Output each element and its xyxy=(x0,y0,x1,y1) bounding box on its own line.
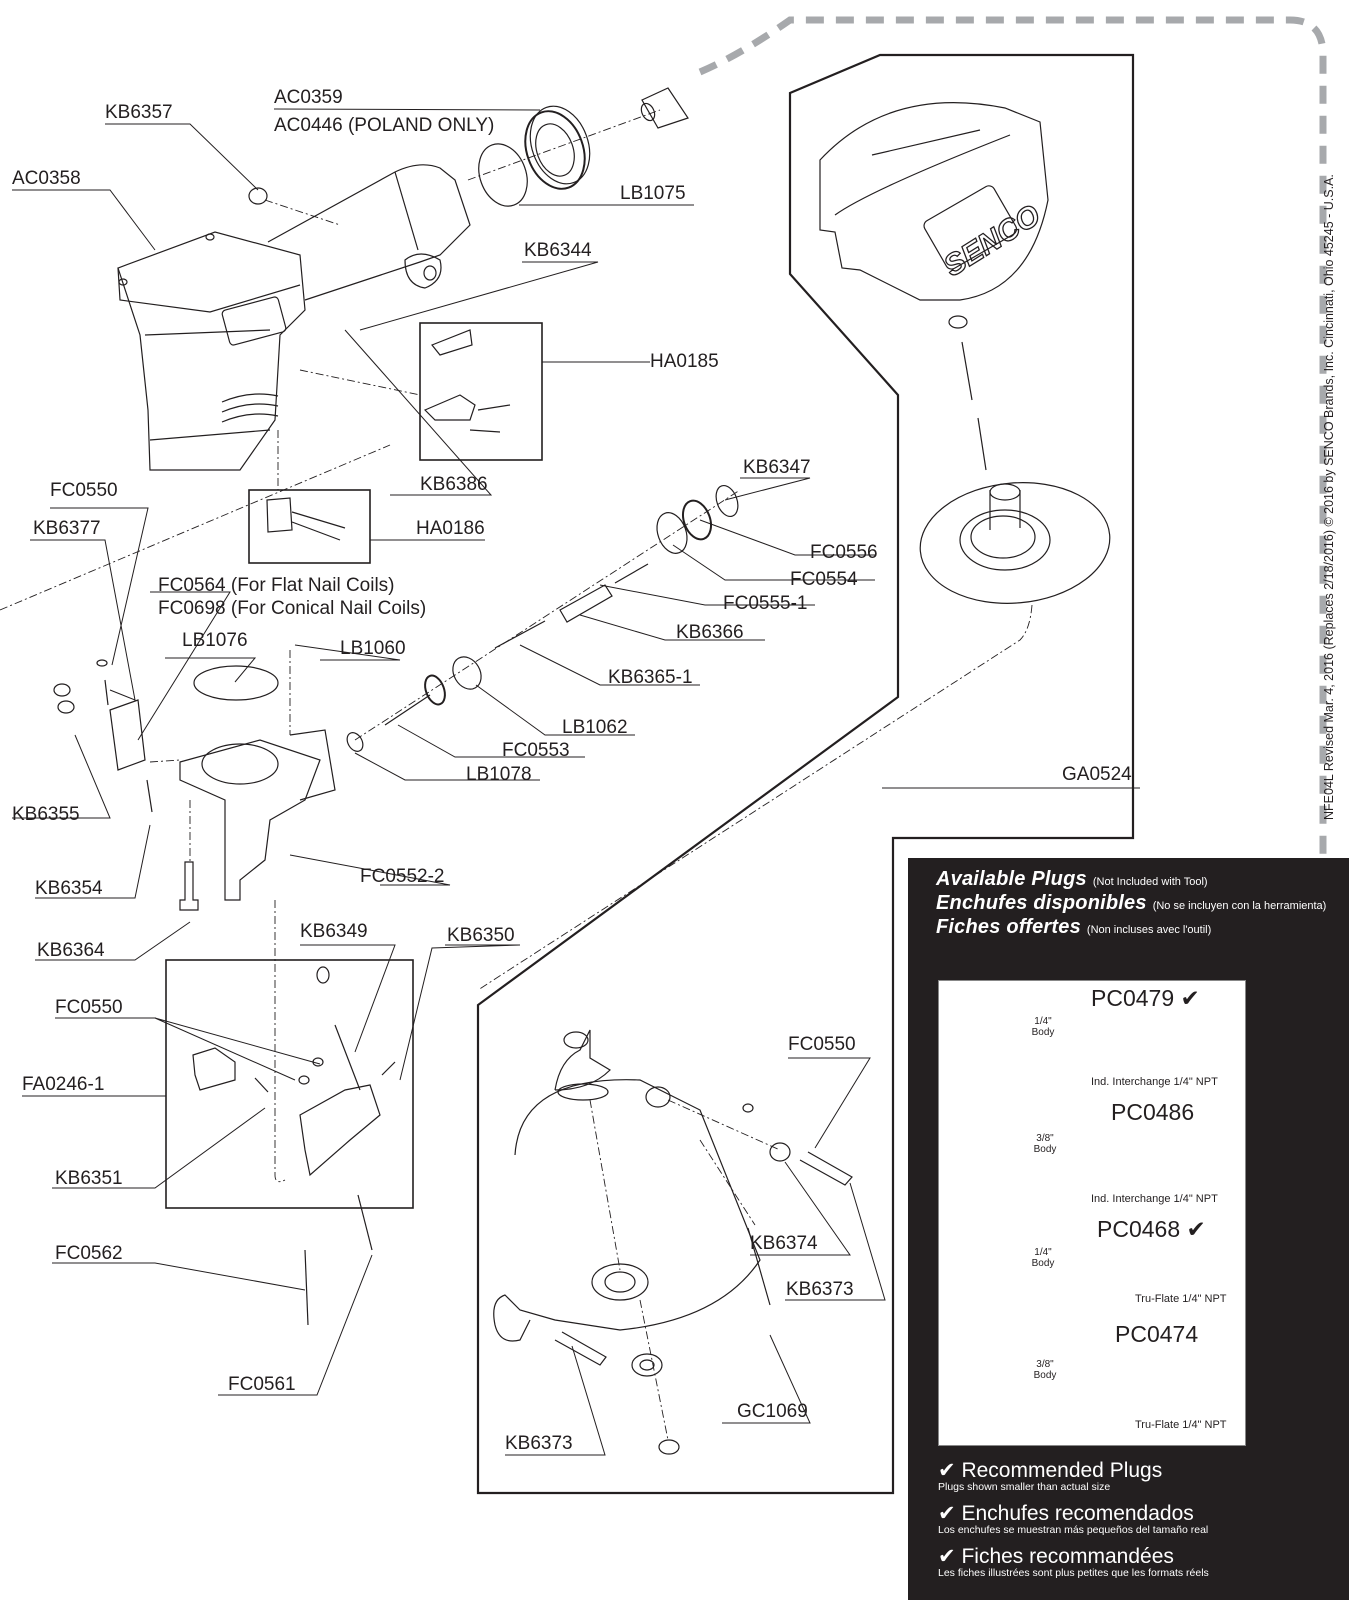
canister-group-outline xyxy=(476,53,1135,1495)
label-kb6373-right: KB6373 xyxy=(786,1279,854,1300)
plug-code: PC0479 ✔ xyxy=(1091,985,1200,1011)
nut-kb6357 xyxy=(248,187,268,205)
label-kb6355: KB6355 xyxy=(12,804,80,825)
latch-kb6377 xyxy=(53,659,153,813)
label-kb6374: KB6374 xyxy=(750,1233,818,1254)
available-plugs-panel: Available Plugs(Not Included with Tool) … xyxy=(908,858,1349,1600)
label-fc0698: FC0698 (For Conical Nail Coils) xyxy=(158,598,427,619)
label-kb6344: KB6344 xyxy=(524,240,592,261)
label-ac0359: AC0359 xyxy=(274,87,343,108)
plug-type: Tru-Flate 1/4" NPT xyxy=(1135,1293,1227,1305)
label-lb1062: LB1062 xyxy=(562,717,628,738)
cylinder-cap xyxy=(179,665,336,901)
label-kb6351: KB6351 xyxy=(55,1168,123,1189)
handle-tube xyxy=(267,164,471,301)
label-kb6373-left: KB6373 xyxy=(505,1433,573,1454)
senco-logo: SENCO xyxy=(938,199,1046,284)
label-kb6365-1: KB6365-1 xyxy=(608,667,693,688)
label-fc0562: FC0562 xyxy=(55,1243,123,1264)
canister-disc xyxy=(919,482,1111,604)
label-ac0358: AC0358 xyxy=(12,168,81,189)
plug-code: PC0486 xyxy=(1111,1099,1195,1125)
label-kb6364: KB6364 xyxy=(37,940,105,961)
plug-code: PC0468 ✔ xyxy=(1097,1216,1206,1242)
label-ha0186: HA0186 xyxy=(416,518,485,539)
plug-type: Tru-Flate 1/4" NPT xyxy=(1135,1419,1227,1431)
label-kb6366: KB6366 xyxy=(676,622,744,643)
plug-body-size: 1/4"Body xyxy=(1031,1016,1055,1038)
bolt-kb6364 xyxy=(179,861,199,911)
plug-code: PC0474 xyxy=(1115,1321,1199,1347)
check-icon: ✔ xyxy=(1180,985,1200,1011)
endcap-ac0359 xyxy=(524,105,591,190)
heading-es: Enchufes disponibles(No se incluyen con … xyxy=(936,892,1327,914)
label-kb6386: KB6386 xyxy=(420,474,488,495)
label-kb6349: KB6349 xyxy=(300,921,368,942)
air-plug-dashed-path xyxy=(698,16,1327,1337)
label-kb6347: KB6347 xyxy=(743,457,811,478)
label-fa0246-1: FA0246-1 xyxy=(22,1074,105,1095)
plug-body-size: 3/8"Body xyxy=(1033,1359,1057,1381)
housing-ac0358 xyxy=(117,231,306,471)
canister-lid xyxy=(819,102,1049,471)
label-fc0556: FC0556 xyxy=(810,542,878,563)
fitting xyxy=(640,87,689,129)
label-lb1060: LB1060 xyxy=(340,638,406,659)
plug-body-size: 1/4"Body xyxy=(1031,1247,1055,1269)
plug-body-size: 3/8"Body xyxy=(1033,1133,1057,1155)
ha0186-box xyxy=(248,489,371,564)
label-fc0561: FC0561 xyxy=(228,1374,296,1395)
label-fc0555-1: FC0555-1 xyxy=(723,593,808,614)
label-ac0446: AC0446 (POLAND ONLY) xyxy=(274,115,495,136)
label-kb6350: KB6350 xyxy=(447,925,515,946)
label-fc0552-2: FC0552-2 xyxy=(360,866,445,887)
label-lb1078: LB1078 xyxy=(466,764,532,785)
label-fc0550-top: FC0550 xyxy=(50,480,118,501)
heading-fr: Fiches offertes(Non incluses avec l'outi… xyxy=(936,916,1212,938)
o-ring-lb1075 xyxy=(478,143,528,207)
plug-list: PC0479 ✔ 1/4"Body Ind. Interchange 1/4" … xyxy=(938,980,1246,1446)
document-revision-note: NFE04L Revised Mar. 4, 2016 (Replaces 2/… xyxy=(1322,174,1336,820)
label-lb1076: LB1076 xyxy=(182,630,248,651)
label-kb6377: KB6377 xyxy=(33,518,101,539)
check-icon: ✔ xyxy=(938,1545,956,1568)
check-icon: ✔ xyxy=(938,1459,956,1482)
ha0185-box xyxy=(419,322,543,461)
plug-type: Ind. Interchange 1/4" NPT xyxy=(1091,1076,1218,1088)
label-fc0554: FC0554 xyxy=(790,569,858,590)
heading-en: Available Plugs(Not Included with Tool) xyxy=(936,868,1208,890)
label-ga0524: GA0524 xyxy=(1062,764,1132,785)
trigger-assembly xyxy=(192,966,396,1326)
label-lb1075: LB1075 xyxy=(620,183,686,204)
label-kb6357: KB6357 xyxy=(105,102,173,123)
check-icon: ✔ xyxy=(938,1502,956,1525)
label-fc0550-canister: FC0550 xyxy=(788,1034,856,1055)
label-kb6354: KB6354 xyxy=(35,878,103,899)
fa0246-box xyxy=(165,959,414,1209)
label-ha0185: HA0185 xyxy=(650,351,719,372)
plug-type: Ind. Interchange 1/4" NPT xyxy=(1091,1193,1218,1205)
canister-bottom xyxy=(493,1029,853,1455)
label-fc0564: FC0564 (For Flat Nail Coils) xyxy=(158,575,395,596)
label-fc0553: FC0553 xyxy=(502,740,570,761)
check-icon: ✔ xyxy=(1186,1216,1206,1242)
label-fc0550-mid: FC0550 xyxy=(55,997,123,1018)
label-gc1069: GC1069 xyxy=(737,1401,808,1422)
